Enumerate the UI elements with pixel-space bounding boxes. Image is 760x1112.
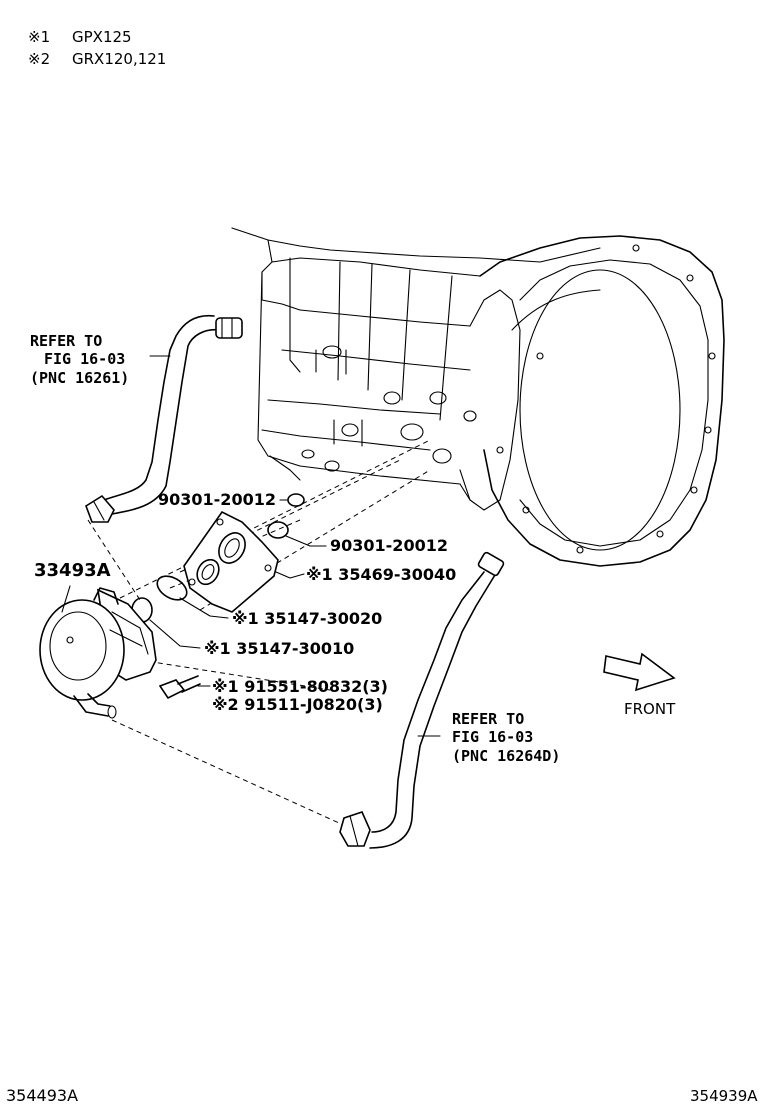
footer-code-left: 354493A <box>6 1086 78 1105</box>
right-hose-clamp-top <box>477 551 505 577</box>
refer-left-line2: FIG 16-03 <box>44 350 125 368</box>
refer-right-line3: (PNC 16264D) <box>452 747 560 765</box>
part-gasket-1: ※1 35147-30020 <box>232 609 382 628</box>
gasket-1-shape <box>156 575 188 601</box>
part-bolt-2: ※2 91511-J0820(3) <box>212 695 383 714</box>
part-number-labels: 90301-20012 90301-20012 ※1 35469-30040 ※… <box>158 490 456 714</box>
front-label: FRONT <box>624 700 676 718</box>
part-plate: ※1 35469-30040 <box>306 565 456 584</box>
refer-left-line1: REFER TO <box>30 332 102 350</box>
hose-clamp-upper <box>215 317 243 339</box>
footer-code-right: 354939A <box>690 1087 758 1105</box>
note-mark-1: ※1 <box>28 28 50 46</box>
transmission-housing-drawing <box>231 227 725 567</box>
front-indicator: FRONT <box>603 652 676 718</box>
part-oring-lower: 90301-20012 <box>330 536 448 555</box>
note-text-2: GRX120,121 <box>72 50 166 68</box>
note-mark-2: ※2 <box>28 50 50 68</box>
oring-lower-shape <box>267 521 289 539</box>
notes-legend: ※1 GPX125 ※2 GRX120,121 <box>28 28 166 68</box>
assembly-label: 33493A <box>34 560 111 581</box>
leader-lines <box>61 355 441 737</box>
refer-right-line2: FIG 16-03 <box>452 728 533 746</box>
part-bolt-1: ※1 91551-80832(3) <box>212 677 388 696</box>
hose-clamp-lower <box>85 494 115 523</box>
front-arrow-icon <box>603 652 676 692</box>
refer-right: REFER TO FIG 16-03 (PNC 16264D) <box>452 710 560 765</box>
refer-left-line3: (PNC 16261) <box>30 369 129 387</box>
left-hose <box>85 314 243 523</box>
refer-left: REFER TO FIG 16-03 (PNC 16261) <box>30 332 129 387</box>
part-gasket-2: ※1 35147-30010 <box>204 639 354 658</box>
right-hose <box>339 551 505 849</box>
right-hose-clamp-bottom <box>339 811 371 847</box>
note-text-1: GPX125 <box>72 28 132 46</box>
refer-right-line1: REFER TO <box>452 710 524 728</box>
oring-upper-shape <box>287 493 305 507</box>
cooler-adapter-plate <box>183 510 279 613</box>
part-oring-upper: 90301-20012 <box>158 490 276 509</box>
oil-cooler-assembly <box>39 587 157 719</box>
bolt <box>158 675 201 700</box>
